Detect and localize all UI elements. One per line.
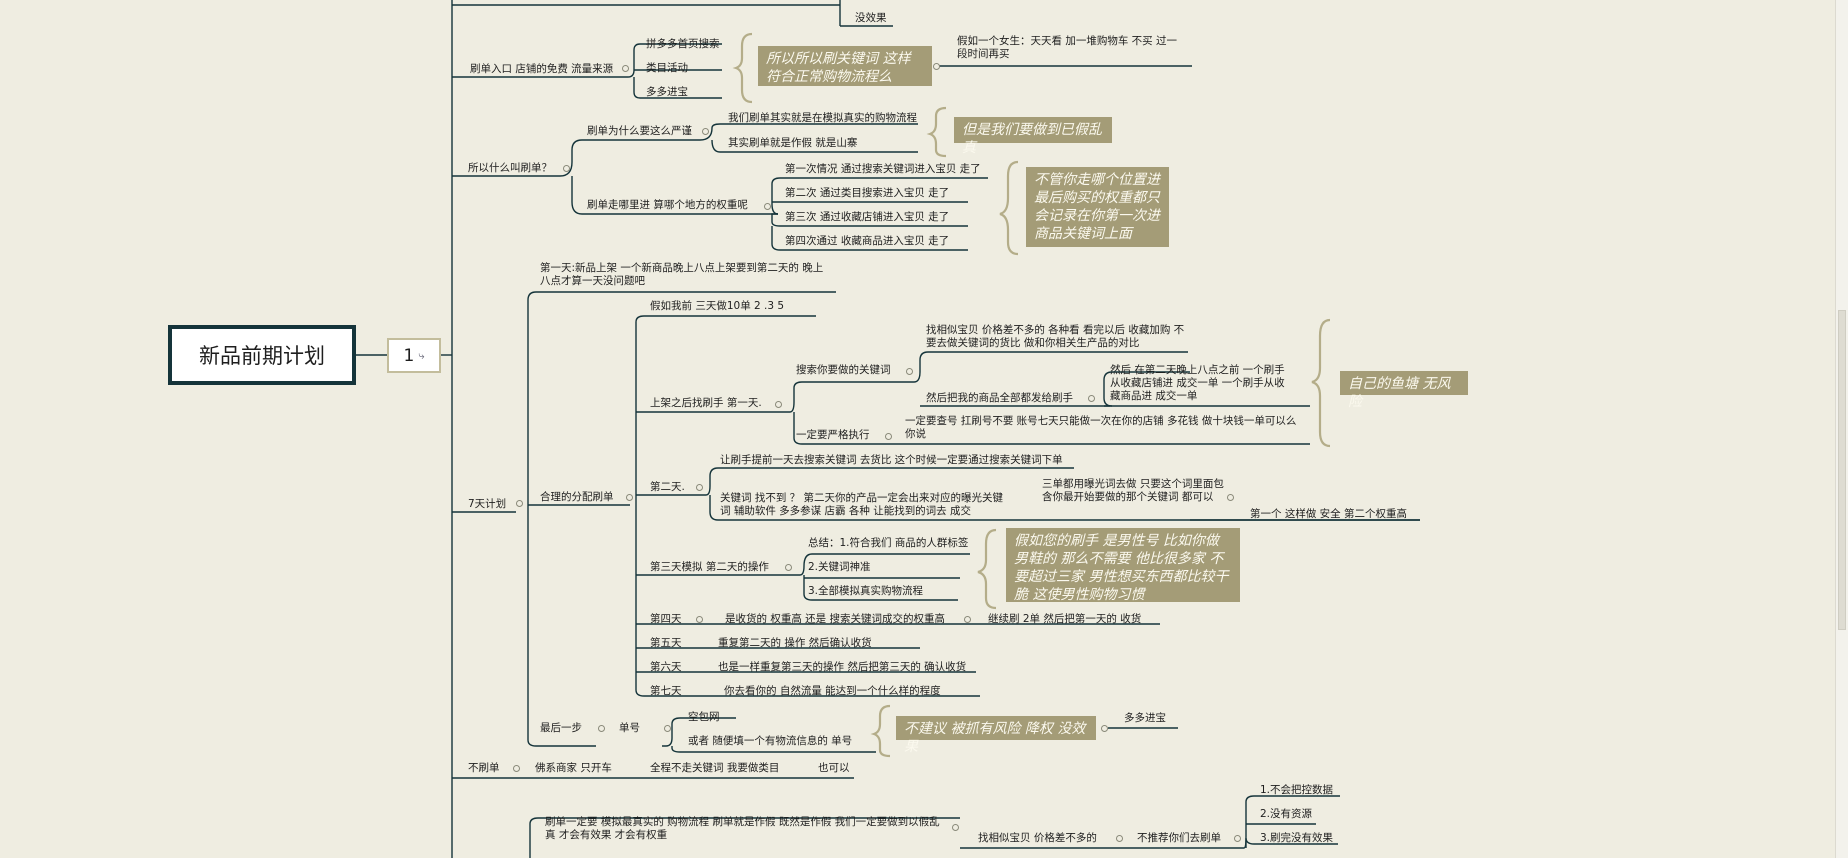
topic-no-brush[interactable]: 不刷单 (468, 762, 500, 774)
collapse-dot[interactable] (952, 824, 959, 831)
note-weight[interactable]: 不管你走哪个位置进最后购买的权重都只会记录在你第一次进商品关键词上面 (1026, 167, 1169, 247)
topic-find-similar[interactable]: 找相似宝贝 价格差不多的 (978, 832, 1097, 844)
link-icon: ⤷ (418, 348, 425, 362)
entry-item-1[interactable]: 拼多多首页搜索 (646, 38, 720, 50)
collapse-dot[interactable] (626, 494, 633, 501)
topic-day4[interactable]: 第四天 (650, 613, 682, 625)
day3-item-3[interactable]: 3.全部模拟真实购物流程 (808, 585, 924, 597)
topic-also-ok[interactable]: 也可以 (818, 762, 850, 774)
root-badge[interactable]: 1⤷ (387, 338, 441, 373)
collapse-dot[interactable] (1227, 494, 1234, 501)
topic-assume[interactable]: 假如我前 三天做10单 2 .3 5 (650, 300, 785, 312)
weight-item-1[interactable]: 第一次情况 通过搜索关键词进入宝贝 走了 (785, 163, 981, 175)
topic-day5[interactable]: 第五天 (650, 637, 682, 649)
day3-item-1[interactable]: 总结：1.符合我们 商品的人群标签 (808, 537, 969, 549)
topic-search-kw[interactable]: 搜索你要做的关键词 (796, 364, 891, 376)
note-entry[interactable]: 所以所以刷关键词 这样符合正常购物流程么 (758, 46, 932, 86)
collapse-dot[interactable] (964, 616, 971, 623)
collapse-dot[interactable] (933, 63, 940, 70)
topic-day6[interactable]: 第六天 (650, 661, 682, 673)
topic-day2-search[interactable]: 让刷手提前一天去搜索关键词 去货比 这个时候一定要通过搜索关键词下单 (720, 454, 1063, 466)
note-gender[interactable]: 假如您的刷手 是男性号 比如你做男鞋的 那么不需要 他比很多家 不要超过三家 男… (1006, 528, 1240, 603)
why-item-2[interactable]: 其实刷单就是作假 就是山寨 (728, 137, 858, 149)
note-risk[interactable]: 不建议 被抓有风险 降权 没效果 (896, 716, 1096, 755)
day3-item-2[interactable]: 2.关键词神准 (808, 561, 871, 573)
collapse-dot[interactable] (622, 65, 629, 72)
reason-1[interactable]: 1.不会把控数据 (1260, 784, 1334, 796)
note-safe[interactable]: 自己的鱼塘 无风险 (1340, 371, 1468, 410)
topic-full[interactable]: 全程不走关键词 我要做类目 (650, 762, 780, 774)
topic-day7[interactable]: 第七天 (650, 685, 682, 697)
reason-3[interactable]: 3.刷完没有效果 (1260, 832, 1334, 844)
order-item-1[interactable]: 空包网 (688, 711, 720, 723)
topic-kw-not-found[interactable]: 关键词 找不到 ？ 第二天你的产品一定会出来对应的曝光关键词 辅助软件 多多参谋… (720, 492, 1004, 517)
topic-must[interactable]: 刷单一定要 模拟最真实的 购物流程 刷单就是作假 既然是作假 我们一定要做到以假… (545, 816, 940, 841)
topic-duoduo[interactable]: 多多进宝 (1124, 712, 1166, 724)
collapse-dot[interactable] (696, 616, 703, 623)
topic-no-effect[interactable]: 没效果 (855, 12, 887, 24)
topic-day5-text[interactable]: 重复第二天的 操作 然后确认收货 (718, 637, 872, 649)
badge-count: 1 (403, 345, 415, 366)
topic-day1-find[interactable]: 上架之后找刷手 第一天. (650, 397, 762, 409)
topic-day2[interactable]: 第二天. (650, 481, 685, 493)
collapse-dot[interactable] (664, 725, 671, 732)
topic-day4-more[interactable]: 继续刷 2单 然后把第一天的 收货 (988, 613, 1142, 625)
topic-strict[interactable]: 一定要严格执行 (796, 429, 870, 441)
collapse-dot[interactable] (1101, 725, 1108, 732)
topic-7day[interactable]: 7天计划 (468, 498, 507, 510)
collapse-dot[interactable] (702, 128, 709, 135)
why-item-1[interactable]: 我们刷单其实就是在模拟真实的购物流程 (728, 112, 917, 124)
topic-distribution[interactable]: 合理的分配刷单 (540, 491, 614, 503)
topic-not-recommend[interactable]: 不推荐你们去刷单 (1137, 832, 1221, 844)
topic-order-no[interactable]: 单号 (619, 722, 640, 734)
collapse-dot[interactable] (563, 165, 570, 172)
reason-2[interactable]: 2.没有资源 (1260, 808, 1313, 820)
collapse-dot[interactable] (516, 500, 523, 507)
collapse-dot[interactable] (1088, 395, 1095, 402)
root-title: 新品前期计划 (199, 344, 325, 368)
order-item-2[interactable]: 或者 随便填一个有物流信息的 单号 (688, 735, 853, 747)
collapse-dot[interactable] (885, 433, 892, 440)
collapse-dot[interactable] (785, 564, 792, 571)
topic-second-day[interactable]: 然后 在第二天晚上八点之前 一个刷手从收藏店铺进 成交一单 一个刷手从收藏商品进… (1110, 364, 1285, 402)
topic-strict-detail[interactable]: 一定要查号 扛刷号不要 账号七天只能做一次在你的店铺 多花钱 做十块钱一单可以么… (905, 415, 1297, 440)
collapse-dot[interactable] (906, 368, 913, 375)
collapse-dot[interactable] (775, 401, 782, 408)
topic-first-safe[interactable]: 第一个 这样做 安全 第二个权重高 (1250, 508, 1408, 520)
topic-day4-text[interactable]: 是收货的 权重高 还是 搜索关键词成交的权重高 (725, 613, 946, 625)
collapse-dot[interactable] (513, 765, 520, 772)
topic-buddha[interactable]: 佛系商家 只开车 (535, 762, 612, 774)
topic-day6-text[interactable]: 也是一样重复第三天的操作 然后把第三天的 确认收货 (718, 661, 967, 673)
weight-item-3[interactable]: 第三次 通过收藏店铺进入宝贝 走了 (785, 211, 950, 223)
vertical-scrollbar[interactable] (1835, 0, 1848, 858)
root-node[interactable]: 新品前期计划 (168, 325, 356, 385)
topic-similar[interactable]: 找相似宝贝 价格差不多的 各种看 看完以后 收藏加购 不要去做关键词的货比 做和… (926, 324, 1185, 349)
topic-girl[interactable]: 假如一个女生：天天看 加一堆购物车 不买 过一段时间再买 (957, 35, 1178, 60)
scrollbar-thumb[interactable] (1838, 310, 1846, 630)
collapse-dot[interactable] (696, 484, 703, 491)
topic-entry[interactable]: 刷单入口 店铺的免费 流量来源 (470, 63, 614, 75)
topic-then-fav[interactable]: 然后把我的商品全部都发给刷手 (926, 392, 1073, 404)
collapse-dot[interactable] (764, 203, 771, 210)
topic-why[interactable]: 刷单为什么要这么严谨 (587, 125, 692, 137)
entry-item-2[interactable]: 类目活动 (646, 62, 688, 74)
topic-day3[interactable]: 第三天模拟 第二天的操作 (650, 561, 769, 573)
topic-day7-text[interactable]: 你去看你的 自然流量 能达到一个什么样的程度 (724, 685, 941, 697)
topic-last-step[interactable]: 最后一步 (540, 722, 582, 734)
topic-three-orders[interactable]: 三单都用曝光词去做 只要这个词里面包含你最开始要做的那个关键词 都可以 (1042, 478, 1224, 503)
collapse-dot[interactable] (598, 725, 605, 732)
entry-item-3[interactable]: 多多进宝 (646, 86, 688, 98)
topic-weight[interactable]: 刷单走哪里进 算哪个地方的权重呢 (587, 199, 748, 211)
note-why[interactable]: 但是我们要做到已假乱真 (954, 117, 1112, 156)
topic-what[interactable]: 所以什么叫刷单？ (468, 162, 552, 174)
weight-item-4[interactable]: 第四次通过 收藏商品进入宝贝 走了 (785, 235, 950, 247)
collapse-dot[interactable] (1234, 835, 1241, 842)
topic-day1-launch[interactable]: 第一天:新品上架 一个新商品晚上八点上架要到第二天的 晚上八点才算一天没问题吧 (540, 262, 824, 287)
collapse-dot[interactable] (1116, 835, 1123, 842)
weight-item-2[interactable]: 第二次 通过类目搜索进入宝贝 走了 (785, 187, 950, 199)
